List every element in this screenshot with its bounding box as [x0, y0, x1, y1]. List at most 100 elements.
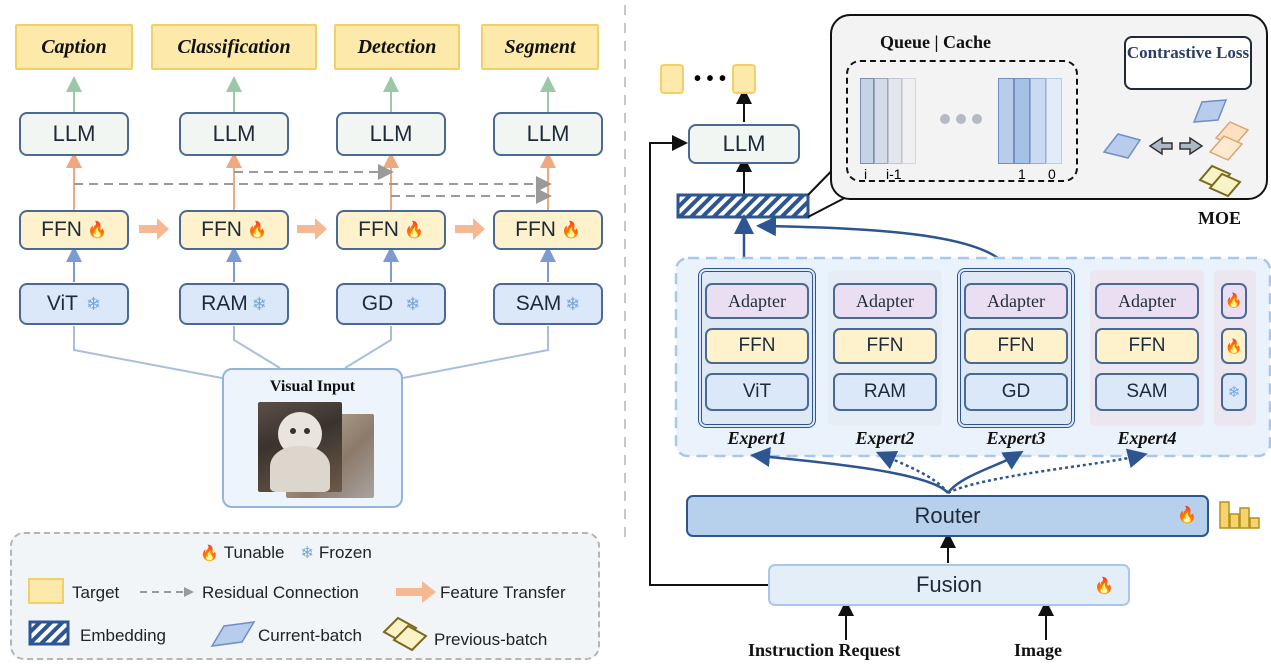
visual-input-box: Visual Input	[222, 368, 403, 508]
llm-block-4: LLM	[493, 112, 603, 156]
ffn-label: FFN	[201, 218, 242, 241]
previous-batch-icon	[1208, 135, 1244, 161]
legend-current-label: Current-batch	[258, 626, 362, 645]
expert-3-adapter: Adapter	[964, 283, 1068, 319]
router-label: Router	[914, 503, 981, 528]
fusion-label: Fusion	[915, 572, 983, 597]
expert-4-ffn: FFN	[1095, 328, 1199, 364]
legend-embedding-swatch	[28, 620, 70, 646]
target-segment: Segment	[481, 24, 599, 70]
queue-slot	[902, 78, 916, 164]
expert-1-adapter: Adapter	[705, 283, 809, 319]
legend-previous-batch-icon	[382, 616, 428, 652]
ffn-label: FFN	[358, 218, 399, 241]
queue-slot	[1030, 78, 1046, 164]
snowflake-icon: ❄	[1227, 384, 1241, 401]
arrow-right-icon	[1179, 136, 1204, 156]
queue-slot	[860, 78, 874, 164]
embedding-bar	[676, 193, 810, 219]
output-token-2	[732, 64, 756, 94]
ffn-block-1: FFN🔥	[19, 210, 129, 250]
encoder-label: RAM	[201, 292, 248, 315]
image-label: Image	[1014, 640, 1062, 660]
queue-title: Queue | Cache	[880, 32, 991, 52]
ellipsis-dot	[956, 114, 966, 124]
expert-4-adapter: Adapter	[1095, 283, 1199, 319]
queue-label-1: 1	[1018, 166, 1026, 182]
snowflake-icon: ❄	[565, 293, 581, 314]
visual-input-label: Visual Input	[269, 378, 356, 395]
queue-label-i-1: i-1	[886, 166, 902, 182]
queue-label-i: i	[864, 166, 868, 182]
target-caption: Caption	[15, 24, 133, 70]
expert-1-encoder: ViT	[705, 373, 809, 411]
legend-tunable: 🔥 Tunable ❄ Frozen	[200, 543, 372, 563]
encoder-label: ViT	[46, 292, 79, 315]
encoder-vit: ViT❄	[19, 283, 129, 325]
legend-box: 🔥 Tunable ❄ Frozen Target Residual Conne…	[10, 532, 600, 660]
expert-2-adapter: Adapter	[833, 283, 937, 319]
llm-block-3: LLM	[336, 112, 446, 156]
legend-frozen-label: Frozen	[318, 543, 372, 562]
snowflake-icon: ❄	[251, 293, 267, 314]
current-batch-icon	[1192, 99, 1228, 123]
target-detection: Detection	[334, 24, 460, 70]
queue-label-0: 0	[1048, 166, 1056, 182]
ffn-block-3: FFN🔥	[336, 210, 446, 250]
legend-transfer-label: Feature Transfer	[440, 583, 566, 602]
ellipsis-dot	[940, 114, 950, 124]
expert-2-ffn: FFN	[833, 328, 937, 364]
llm-block-main: LLM	[688, 124, 800, 164]
fire-icon: 🔥	[403, 222, 424, 239]
output-dots: • • •	[693, 68, 727, 90]
queue-callout: Queue | Cache i i-1 1 0 Contrastive Loss	[830, 14, 1268, 200]
contrastive-loss-box: Contrastive Loss	[1124, 36, 1252, 90]
fire-icon: 🔥	[1177, 507, 1197, 524]
ffn-label: FFN	[515, 218, 556, 241]
fire-icon: 🔥	[86, 222, 107, 239]
llm-block-1: LLM	[19, 112, 129, 156]
fusion-block: Fusion 🔥	[768, 564, 1130, 606]
expert-4-label: Expert4	[1117, 428, 1177, 448]
encoder-label: GD	[361, 292, 394, 315]
legend-target-label: Target	[72, 583, 120, 602]
expert-4-encoder: SAM	[1095, 373, 1199, 411]
queue-slot	[888, 78, 902, 164]
ffn-label: FFN	[41, 218, 82, 241]
ffn-block-4: FFN🔥	[493, 210, 603, 250]
fire-icon: 🔥	[1225, 293, 1243, 309]
snowflake-icon: ❄	[405, 293, 421, 314]
legend-tunable-label: Tunable	[223, 543, 285, 562]
legend-embedding-label: Embedding	[80, 626, 167, 645]
queue-slot	[998, 78, 1014, 164]
encoder-gd: GD ❄	[336, 283, 446, 325]
snowflake-icon: ❄	[300, 545, 314, 562]
ellipsis-dot	[972, 114, 982, 124]
cat-photo	[258, 402, 342, 492]
cat-body	[270, 446, 330, 492]
encoder-ram: RAM❄	[179, 283, 289, 325]
moe-label: MOE	[1198, 208, 1241, 228]
cat-eye	[304, 428, 310, 434]
ffn-block-2: FFN🔥	[179, 210, 289, 250]
previous-batch-icon	[1208, 172, 1242, 198]
cat-eye	[290, 428, 296, 434]
expert-1-label: Expert1	[727, 428, 787, 448]
expert-1-ffn: FFN	[705, 328, 809, 364]
queue-dashed-box: i i-1 1 0	[846, 60, 1078, 182]
encoder-label: SAM	[515, 292, 562, 315]
queue-slot	[1046, 78, 1062, 164]
legend-current-batch-icon	[210, 621, 256, 647]
expert-3-label: Expert3	[986, 428, 1046, 448]
expert-2-label: Expert2	[855, 428, 915, 448]
expert-more-encoder: ❄	[1221, 373, 1247, 411]
contrastive-illustration	[1102, 99, 1250, 198]
instruction-request-label: Instruction Request	[748, 640, 901, 660]
router-block: Router 🔥	[686, 495, 1209, 537]
legend-target-swatch	[28, 578, 64, 604]
legend-previous-label: Previous-batch	[434, 630, 548, 649]
expert-more-adapter: 🔥	[1221, 283, 1247, 319]
fire-icon: 🔥	[1094, 578, 1114, 595]
bar-chart-icon	[1219, 501, 1260, 529]
queue-slot	[1014, 78, 1030, 164]
